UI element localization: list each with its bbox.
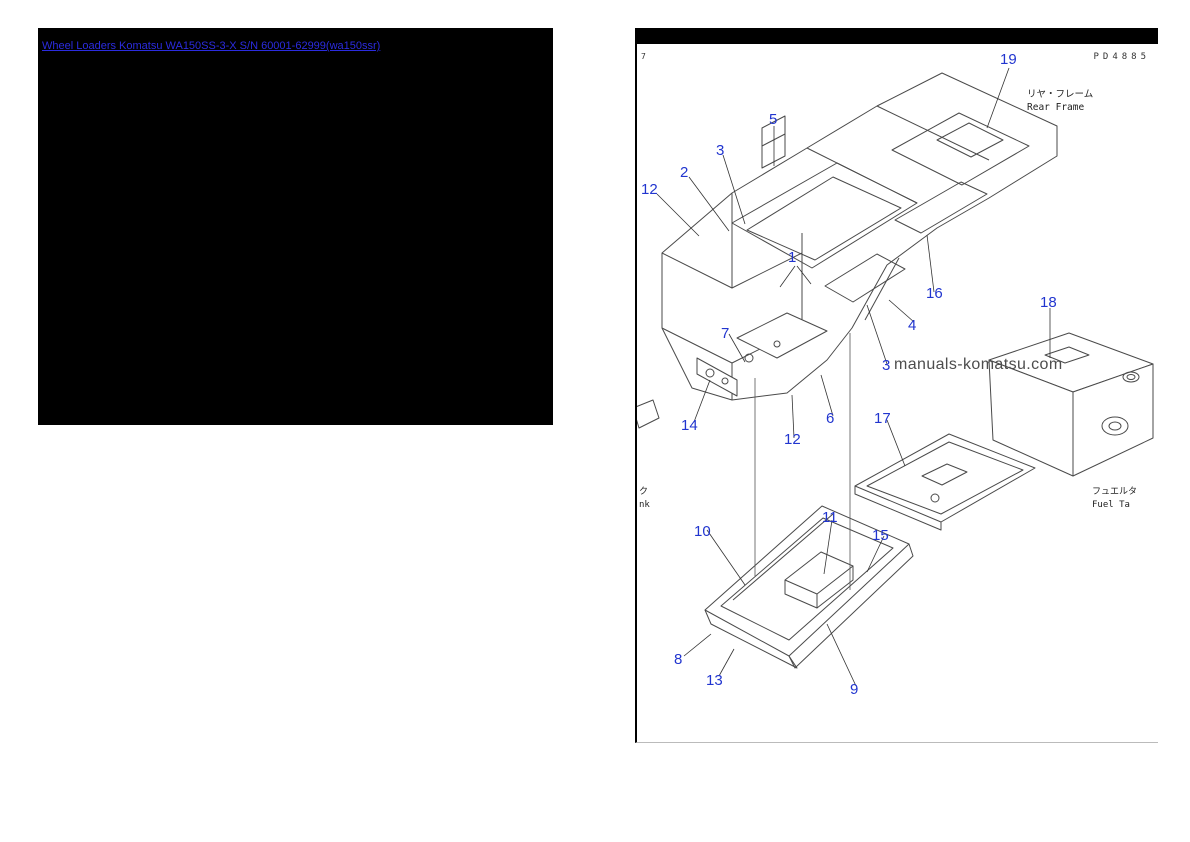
diagram-title-en: Rear Frame: [1027, 102, 1085, 113]
fuel-tank-label-en: Fuel Ta: [1092, 500, 1130, 510]
part-callout: 12: [784, 431, 801, 448]
part-callout: 19: [1000, 51, 1017, 68]
callout-leader-lines: [656, 67, 1051, 687]
part-callout: 4: [908, 317, 917, 334]
part-callout: 15: [872, 527, 889, 544]
diagram-title-jp: リヤ・フレーム: [1027, 89, 1094, 100]
part-callout: 16: [926, 285, 943, 302]
part-callout: 13: [706, 672, 723, 689]
part-callout: 8: [674, 651, 683, 668]
part-callout: 3: [882, 357, 891, 374]
part-callout: 1: [788, 249, 797, 266]
diagram-top-bar: [637, 28, 1158, 44]
watermark: manuals-komatsu.com: [894, 356, 1063, 373]
part-callout: 11: [822, 509, 838, 526]
part-callout: 12: [641, 181, 658, 198]
fuel-tank-label: フュエルタ Fuel Ta: [1092, 486, 1158, 512]
reference-lines: [754, 333, 851, 590]
clipped-tank-label-en: nk: [639, 500, 650, 510]
left-black-panel: Wheel Loaders Komatsu WA150SS-3-X S/N 60…: [38, 28, 553, 425]
diagram-title: リヤ・フレーム Rear Frame: [1027, 88, 1093, 114]
part-callout: 7: [721, 325, 730, 342]
part-callout: 17: [874, 410, 891, 427]
corner-mark: 7: [641, 52, 646, 61]
clipped-tank-label: ク nk: [639, 486, 650, 512]
part-callout: 9: [850, 681, 859, 698]
part-callout: 2: [680, 164, 689, 181]
model-link[interactable]: Wheel Loaders Komatsu WA150SS-3-X S/N 60…: [42, 40, 381, 52]
part-callout: 5: [769, 111, 778, 128]
plate-code: PD4885: [1093, 52, 1150, 62]
part-callout: 3: [716, 142, 725, 159]
part-callout: 18: [1040, 294, 1057, 311]
clipped-tank-label-jp: ク: [639, 487, 649, 497]
part-callout: 14: [681, 417, 698, 434]
part-callout: 6: [826, 410, 835, 427]
fuel-tank-label-jp: フュエルタ: [1092, 487, 1138, 497]
parts-diagram: 7 PD4885 リヤ・フレーム Rear Frame manuals-koma…: [635, 28, 1158, 743]
part-callout: 10: [694, 523, 711, 540]
rear-frame-line-art: [637, 67, 1154, 687]
